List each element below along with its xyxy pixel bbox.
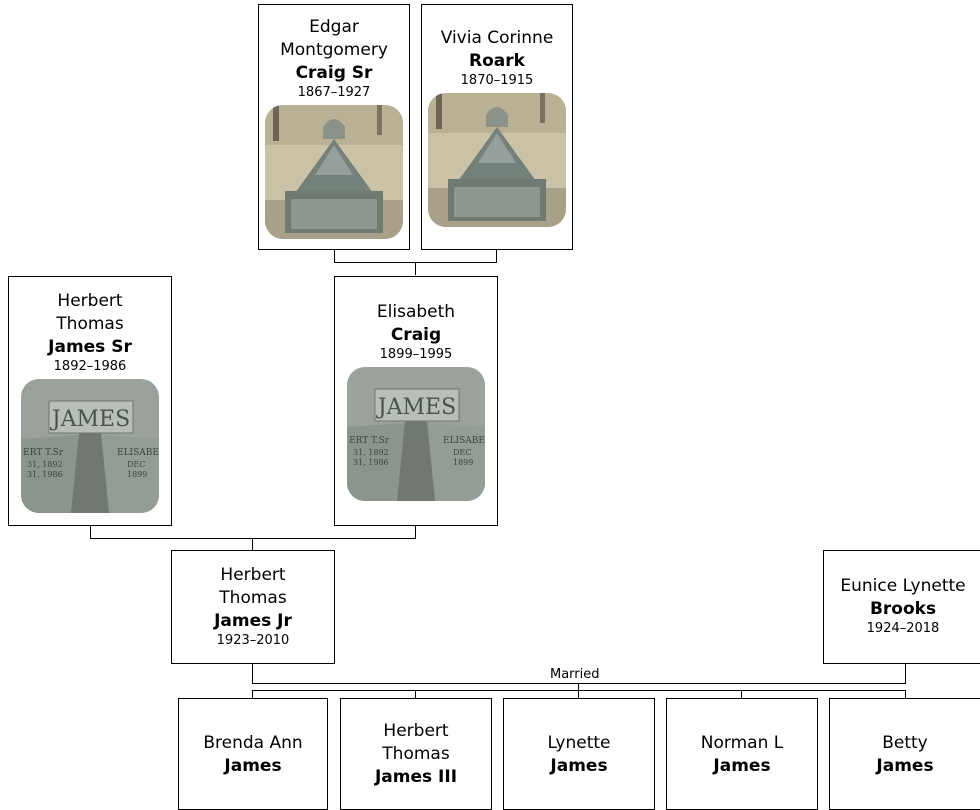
headstone-text: JAMES — [50, 407, 130, 432]
person-years: 1867–1927 — [297, 84, 371, 100]
person-surname: Craig — [390, 325, 442, 345]
person-given-name: Lynette — [547, 732, 611, 753]
married-label: Married — [550, 667, 600, 682]
person-years: 1899–1995 — [379, 347, 453, 362]
connector — [90, 538, 416, 539]
connector — [741, 690, 742, 698]
inscription-text: 31, 1892 — [353, 448, 389, 457]
person-surname: James Jr — [214, 610, 292, 631]
inscription-text: DEC — [453, 448, 471, 457]
inscription-text: ELISABE — [117, 448, 159, 458]
person-years: 1923–2010 — [216, 632, 290, 648]
person-surname: Craig Sr — [295, 62, 373, 83]
connector — [252, 690, 253, 698]
connector — [415, 262, 416, 275]
person-years: 1870–1915 — [460, 73, 534, 88]
person-card-eunice[interactable]: Eunice Lynette Brooks 1924–2018 — [823, 550, 980, 664]
person-surname: James — [713, 755, 771, 776]
person-given-name: Herbert — [57, 290, 123, 311]
person-given-name: Thomas — [56, 313, 124, 334]
inscription-text: ELISABE — [443, 436, 485, 446]
marriage-line — [252, 683, 906, 684]
connector — [415, 690, 416, 698]
person-surname: James — [550, 755, 608, 776]
connector — [496, 249, 497, 263]
inscription-text: ERT T.Sr — [23, 448, 64, 458]
headstone-text: JAMES — [376, 395, 456, 420]
person-card-vivia[interactable]: Vivia Corinne Roark 1870–1915 — [421, 4, 573, 250]
headstone-photo[interactable] — [428, 93, 566, 227]
headstone-photo[interactable]: JAMES ERT T.Sr 31, 1892 31, 1986 ELISABE… — [347, 367, 485, 501]
person-card-herbert-sr[interactable]: Herbert Thomas James Sr 1892–1986 JAMES … — [8, 276, 172, 526]
person-given-name: Herbert — [220, 564, 286, 585]
headstone-photo[interactable] — [265, 104, 403, 239]
person-given-name: Herbert — [383, 721, 449, 741]
person-surname: James III — [374, 767, 458, 787]
person-years: 1892–1986 — [53, 358, 127, 374]
person-given-name: Eunice Lynette — [840, 576, 966, 596]
person-card-elisabeth[interactable]: Elisabeth Craig 1899–1995 JAMES ERT T.Sr… — [334, 276, 498, 526]
person-given-name: Betty — [882, 732, 928, 753]
person-card-edgar[interactable]: Edgar Montgomery Craig Sr 1867–1927 — [258, 4, 410, 250]
person-given-name: Thomas — [219, 587, 287, 608]
person-given-name: Vivia Corinne — [440, 28, 554, 48]
connector — [578, 683, 579, 691]
person-card-lynette[interactable]: Lynette James — [503, 698, 655, 810]
connector — [415, 525, 416, 539]
person-surname: James Sr — [48, 336, 132, 357]
person-card-brenda[interactable]: Brenda Ann James — [178, 698, 328, 810]
connector — [905, 690, 906, 698]
person-surname: Brooks — [869, 599, 937, 619]
person-card-herbert-jr[interactable]: Herbert Thomas James Jr 1923–2010 — [171, 550, 335, 664]
inscription-text: 1899 — [453, 458, 473, 467]
person-card-betty[interactable]: Betty James — [829, 698, 980, 810]
person-given-name: Montgomery — [280, 39, 388, 60]
person-card-herbert-iii[interactable]: Herbert Thomas James III — [340, 698, 492, 810]
connector — [252, 538, 253, 550]
headstone-photo[interactable]: JAMES ERT T.Sr 31, 1892 31, 1986 ELISABE… — [21, 378, 159, 513]
connector — [334, 249, 335, 263]
connector — [905, 663, 906, 684]
person-surname: Roark — [469, 51, 525, 71]
person-card-norman[interactable]: Norman L James — [666, 698, 818, 810]
person-years: 1924–2018 — [866, 621, 940, 636]
person-surname: James — [876, 755, 934, 776]
person-given-name: Elisabeth — [376, 302, 456, 322]
inscription-text: 31, 1986 — [27, 470, 63, 479]
person-given-name: Brenda Ann — [203, 732, 303, 753]
person-given-name: Thomas — [382, 744, 450, 764]
connector — [252, 690, 906, 691]
person-surname: James — [224, 755, 282, 776]
connector — [90, 525, 91, 539]
person-given-name: Edgar — [309, 16, 359, 37]
inscription-text: 31, 1986 — [353, 458, 389, 467]
inscription-text: 31, 1892 — [27, 460, 63, 469]
inscription-text: 1899 — [127, 470, 147, 479]
connector — [578, 690, 579, 698]
inscription-text: ERT T.Sr — [349, 436, 390, 446]
inscription-text: DEC — [127, 460, 145, 469]
person-given-name: Norman L — [700, 732, 784, 753]
connector — [252, 663, 253, 684]
